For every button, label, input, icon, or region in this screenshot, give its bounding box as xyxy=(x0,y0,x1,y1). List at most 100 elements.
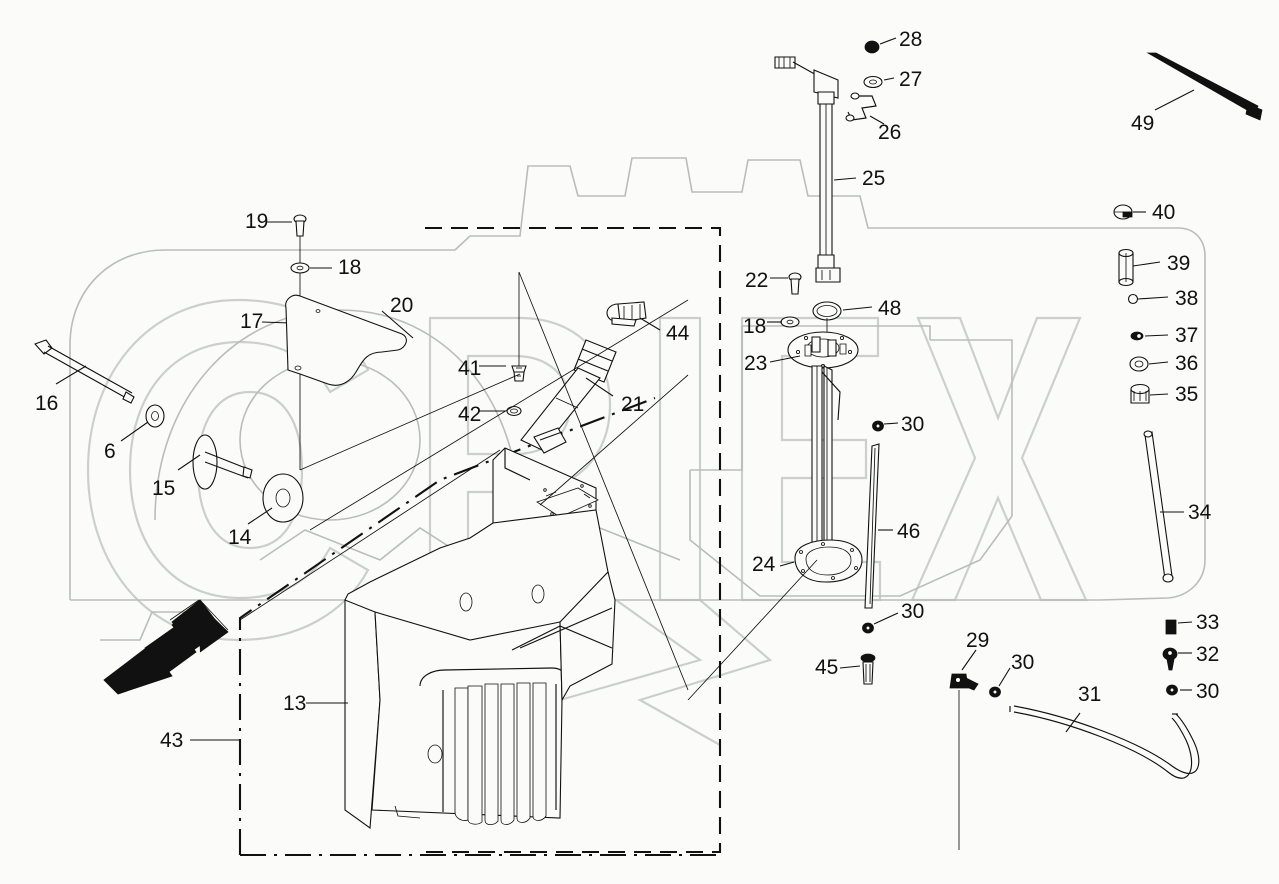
callout-label-48: 48 xyxy=(878,297,902,320)
callout-label-40: 40 xyxy=(1152,201,1176,224)
tank-ribs xyxy=(442,682,557,826)
callout-label-24: 24 xyxy=(752,553,776,576)
callout-label-46: 46 xyxy=(897,520,921,543)
callout-label-34: 34 xyxy=(1188,501,1212,524)
leader-39 xyxy=(1132,261,1161,267)
callout-label-14: 14 xyxy=(228,526,252,549)
callout-label-30d: 30 xyxy=(1196,680,1220,703)
part-26-bracket xyxy=(845,92,877,122)
callout-label-29: 29 xyxy=(966,629,990,652)
leader-14 xyxy=(247,507,273,525)
callout-label-42: 42 xyxy=(458,403,482,426)
leader-38 xyxy=(1137,296,1169,300)
callout-label-16: 16 xyxy=(35,392,59,415)
callout-label-38: 38 xyxy=(1175,287,1199,310)
part-28-nut xyxy=(864,40,880,54)
part-18-washer-center xyxy=(780,316,800,328)
leader-28 xyxy=(879,37,897,45)
callout-label-30b: 30 xyxy=(901,600,925,623)
callout-label-27: 27 xyxy=(899,68,923,91)
callout-label-6: 6 xyxy=(104,440,116,463)
part-35-nut xyxy=(1130,383,1150,404)
part-30-clamp-hose xyxy=(989,686,1001,698)
leader-30-upper xyxy=(883,422,899,425)
part-20-mounting-bracket xyxy=(285,294,407,386)
part-41-valve xyxy=(511,365,527,382)
callout-label-20: 20 xyxy=(390,294,414,317)
part-33-connector xyxy=(1165,619,1177,635)
callout-label-32: 32 xyxy=(1196,643,1220,666)
part-29-fitting xyxy=(949,673,979,691)
callout-label-18: 18 xyxy=(338,256,362,279)
part-32-fitting xyxy=(1162,647,1178,671)
leader-29 xyxy=(961,649,977,671)
leader-48 xyxy=(842,306,873,311)
leader-26 xyxy=(869,115,885,125)
part-39-bushing xyxy=(1118,248,1134,287)
guide-filler-to-tank xyxy=(518,271,689,691)
part-30-clamp-lower xyxy=(862,622,874,634)
callout-label-28: 28 xyxy=(899,28,923,51)
callout-label-23: 23 xyxy=(744,352,768,375)
callout-label-30a: 30 xyxy=(901,413,925,436)
callout-label-21: 21 xyxy=(621,393,645,416)
part-44-cap-assembly xyxy=(606,301,647,327)
leader-44 xyxy=(639,317,661,331)
part-48-o-ring xyxy=(812,301,842,321)
part-22-bolt xyxy=(788,272,802,295)
guide-tank-diagonal xyxy=(309,299,689,531)
callout-label-26: 26 xyxy=(878,121,902,144)
callout-label-41: 41 xyxy=(458,357,482,380)
part-38-pin xyxy=(1127,293,1139,305)
callout-label-18b: 18 xyxy=(743,315,767,338)
part-37-small-fitting xyxy=(1130,331,1144,341)
callout-label-25: 25 xyxy=(862,167,886,190)
part-6-washer xyxy=(145,404,165,428)
callout-label-33: 33 xyxy=(1196,611,1220,634)
callout-label-35: 35 xyxy=(1175,383,1199,406)
leader-25 xyxy=(833,177,857,181)
guide-bracket-to-tank xyxy=(299,373,521,471)
leader-20 xyxy=(381,310,414,339)
part-24-gasket xyxy=(794,539,863,583)
leader-30-hose xyxy=(998,667,1011,687)
leader-49 xyxy=(1154,89,1195,111)
part-15-plug-pin xyxy=(192,434,253,490)
callout-label-39: 39 xyxy=(1167,252,1191,275)
part-19-bolt xyxy=(293,214,307,237)
guide-43-region xyxy=(239,449,501,621)
leader-33 xyxy=(1177,621,1193,624)
part-30-clamp-right xyxy=(1166,684,1178,696)
part-45-drain-valve xyxy=(860,653,876,685)
part-18-washer-left xyxy=(290,262,310,274)
leader-30-lower xyxy=(873,612,899,625)
leader-15 xyxy=(177,454,201,471)
callout-label-43: 43 xyxy=(160,729,184,752)
part-13-fuel-tank xyxy=(344,427,616,830)
callout-label-45: 45 xyxy=(815,656,839,679)
orientation-arrow xyxy=(103,599,229,695)
part-34-long-rod xyxy=(1143,430,1174,583)
guide-cap-to-tank xyxy=(539,374,689,506)
leader-24 xyxy=(779,561,795,567)
callout-label-19: 19 xyxy=(245,210,269,233)
part-16-long-bolt xyxy=(34,339,135,404)
leader-23 xyxy=(769,355,801,363)
callout-label-36: 36 xyxy=(1175,352,1199,375)
leader-17 xyxy=(261,321,291,324)
callout-label-15: 15 xyxy=(152,477,176,500)
main-dashed-box xyxy=(425,226,722,854)
part-49-cable-tie xyxy=(1146,52,1263,121)
part-23-fuel-sender-unit xyxy=(787,331,859,565)
leader-35 xyxy=(1149,393,1169,396)
part-27-washer xyxy=(863,75,883,89)
guide-sender-to-tank xyxy=(687,559,818,701)
leader-31 xyxy=(1065,712,1081,733)
part-31-hose xyxy=(1009,705,1200,779)
callout-label-37: 37 xyxy=(1175,324,1199,347)
part-42-o-ring xyxy=(506,405,522,417)
callout-label-49: 49 xyxy=(1131,112,1155,135)
leader-27 xyxy=(883,77,895,81)
part-46-strap-rod xyxy=(864,443,880,609)
